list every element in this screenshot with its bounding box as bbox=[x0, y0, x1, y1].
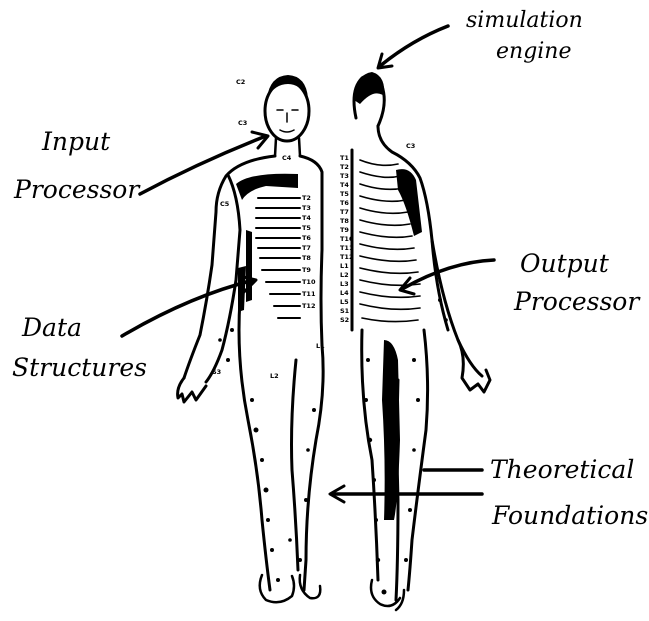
seg-c3-neck: C3 bbox=[238, 119, 247, 127]
back-figure: C3 T1 T2 T3 T4 T5 T6 T7 T8 T9 T10 T11 T1… bbox=[340, 72, 490, 610]
seg-l1-hip: L1 bbox=[316, 342, 325, 350]
seg-c5-left: C5 bbox=[220, 200, 230, 208]
seg-front-t12: T12 bbox=[302, 302, 315, 310]
label-data-structures-line1: Data bbox=[21, 313, 82, 342]
seg-back-s1: S1 bbox=[340, 307, 350, 315]
seg-back-l3: L3 bbox=[340, 280, 349, 288]
seg-back-s2: S2 bbox=[340, 316, 349, 324]
label-data-structures-line2: Structures bbox=[12, 353, 147, 382]
label-input-processor-line1: Input bbox=[41, 127, 111, 156]
front-thoracic-labels: T2 T3 T4 T5 T6 T7 T8 T9 T10 T11 T12 bbox=[302, 194, 316, 310]
seg-front-t11: T11 bbox=[302, 290, 316, 298]
seg-back-l4: L4 bbox=[340, 289, 349, 297]
seg-c3-back: C3 bbox=[406, 142, 415, 150]
seg-back-l5: L5 bbox=[340, 298, 349, 306]
seg-back-t8: T8 bbox=[340, 217, 349, 225]
seg-front-t10: T10 bbox=[302, 278, 316, 286]
label-output-processor-line2: Processor bbox=[513, 287, 641, 316]
label-theoretical-foundations-line1: Theoretical bbox=[490, 455, 634, 484]
seg-front-t2: T2 bbox=[302, 194, 311, 202]
label-input-processor-line2: Processor bbox=[13, 175, 141, 204]
front-hair bbox=[267, 75, 308, 98]
seg-c2-top: C2 bbox=[236, 78, 245, 86]
seg-back-t3: T3 bbox=[340, 172, 349, 180]
seg-back-t9: T9 bbox=[340, 226, 349, 234]
seg-front-t3: T3 bbox=[302, 204, 311, 212]
seg-back-l1: L1 bbox=[340, 262, 349, 270]
seg-back-t7: T7 bbox=[340, 208, 349, 216]
seg-back-t5: T5 bbox=[340, 190, 349, 198]
front-dermatome-lines bbox=[256, 198, 300, 318]
front-leg-stipple bbox=[218, 328, 316, 582]
seg-back-t4: T4 bbox=[340, 181, 349, 189]
front-torso-shading bbox=[236, 174, 298, 200]
label-simulation-engine-line1: simulation bbox=[466, 8, 583, 33]
label-theoretical-foundations-line2: Foundations bbox=[491, 501, 648, 530]
label-simulation-engine-line2: engine bbox=[496, 39, 572, 64]
back-feet bbox=[371, 580, 404, 610]
front-face bbox=[277, 110, 298, 132]
seg-back-l2: L2 bbox=[340, 271, 349, 279]
seg-l2-hip: L2 bbox=[270, 372, 279, 380]
seg-front-t9: T9 bbox=[302, 266, 311, 274]
seg-c4-neck: C4 bbox=[282, 154, 292, 162]
seg-back-t10: T10 bbox=[340, 235, 354, 243]
front-figure: C2 C3 C4 C5 L1 L2 S3 T2 T3 T4 T5 T6 T7 T… bbox=[178, 75, 326, 602]
seg-back-t2: T2 bbox=[340, 163, 349, 171]
seg-back-t11: T11 bbox=[340, 244, 354, 252]
seg-back-t6: T6 bbox=[340, 199, 349, 207]
seg-front-t7: T7 bbox=[302, 244, 311, 252]
simulation-engine-arrow bbox=[380, 26, 448, 66]
seg-s3-hand: S3 bbox=[212, 368, 221, 376]
front-legs bbox=[239, 300, 323, 590]
seg-front-t4: T4 bbox=[302, 214, 311, 222]
seg-back-t12: T12 bbox=[340, 253, 353, 261]
seg-front-t8: T8 bbox=[302, 254, 311, 262]
seg-front-t5: T5 bbox=[302, 224, 311, 232]
back-hair bbox=[354, 72, 384, 104]
seg-back-t1: T1 bbox=[340, 154, 349, 162]
label-output-processor-line1: Output bbox=[520, 249, 610, 278]
annotation-labels: simulation engine Input Processor Data S… bbox=[12, 8, 648, 530]
seg-front-t6: T6 bbox=[302, 234, 311, 242]
